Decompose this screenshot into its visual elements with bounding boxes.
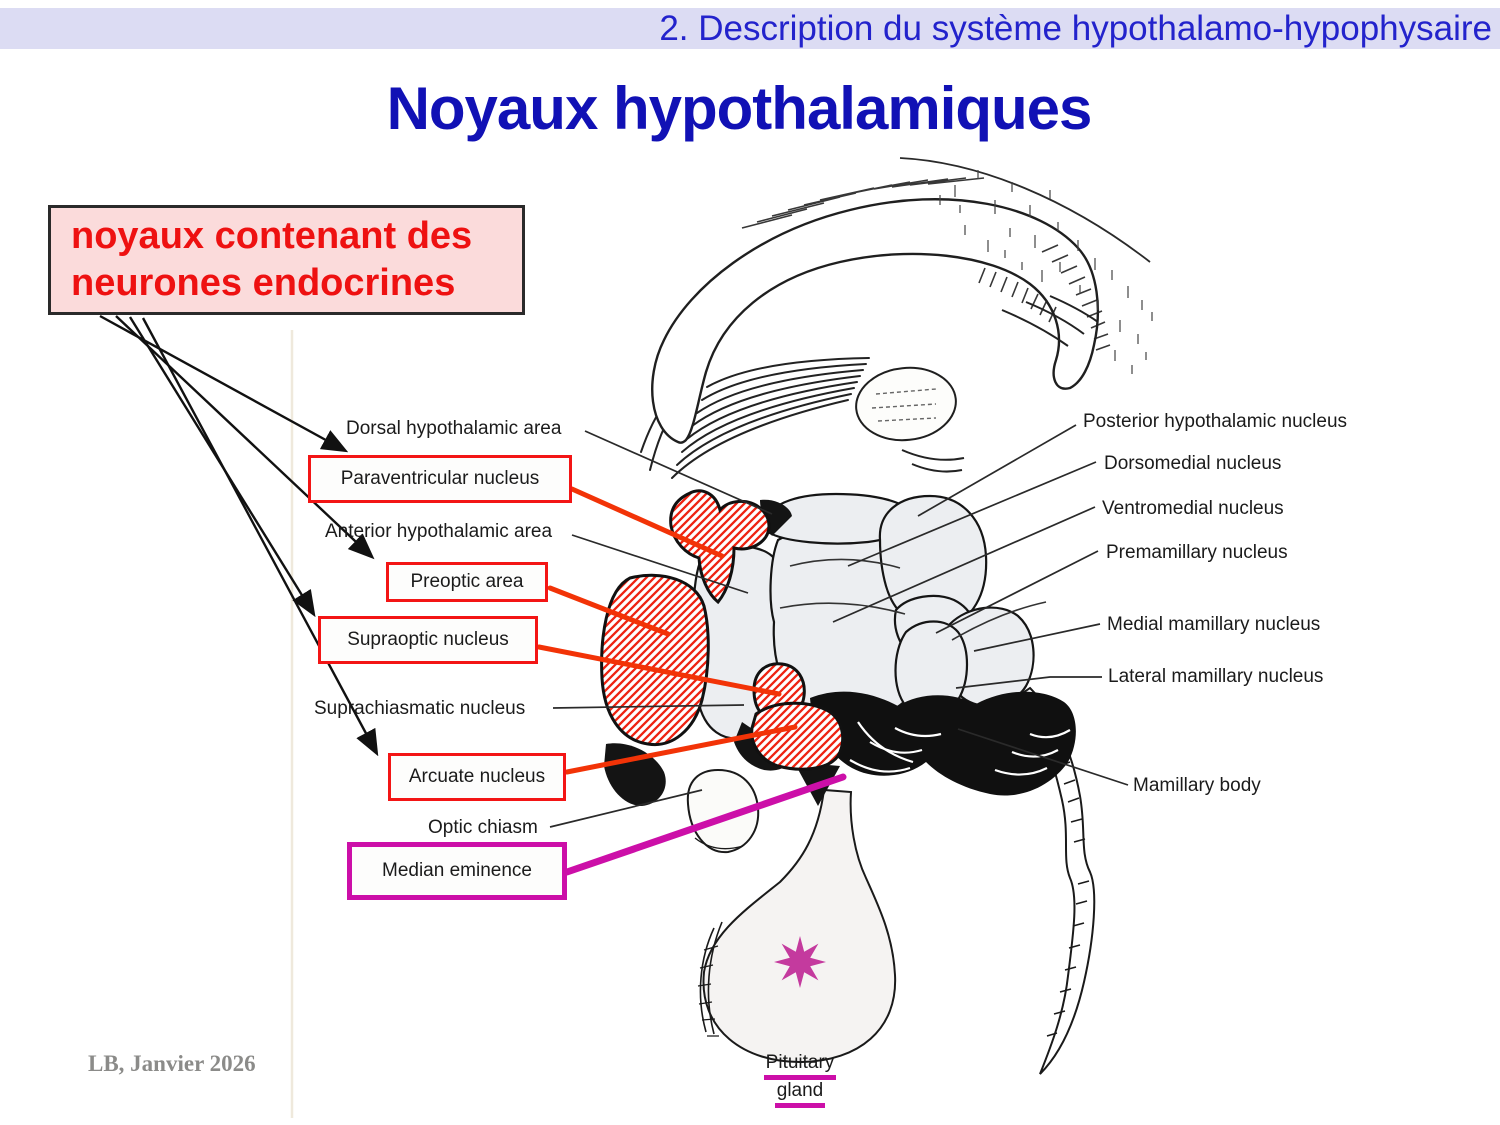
page-title: Noyaux hypothalamiques <box>386 75 1093 142</box>
callout-line1: noyaux contenant des <box>71 214 473 257</box>
callout-arrows <box>99 314 379 757</box>
paraventricular-label-text: Paraventricular nucleus <box>340 468 540 489</box>
section-header: 2. Description du système hypothalamo-hy… <box>0 8 1500 49</box>
lobe-detail-lines <box>779 558 1047 641</box>
magenta-connector <box>563 773 847 876</box>
label-medial-mamillary-nucleus: Medial mamillary nucleus <box>1107 614 1321 635</box>
label-ventromedial-nucleus: Ventromedial nucleus <box>1102 498 1284 519</box>
label-suprachiasmatic-nucleus: Suprachiasmatic nucleus <box>314 698 526 719</box>
cortex-stipple <box>939 170 1153 374</box>
label-posterior-hypothalamic-nucleus: Posterior hypothalamic nucleus <box>1083 411 1348 432</box>
pituitary-label-line2: gland <box>774 1080 826 1108</box>
label-box-preoptic-area: Preoptic area <box>386 562 548 602</box>
arcuate-nucleus-shape <box>750 701 845 771</box>
label-pituitary-gland: Pituitary gland <box>740 1052 860 1108</box>
supraoptic-label-text: Supraoptic nucleus <box>347 629 509 650</box>
paraventricular-nucleus-shape <box>669 489 771 605</box>
label-pointer-lines <box>549 424 1129 828</box>
label-optic-chiasm: Optic chiasm <box>428 817 538 838</box>
median-eminence-label-text: Median eminence <box>382 860 532 881</box>
posterior-hypothalamic-shape <box>878 494 988 630</box>
label-box-supraoptic-nucleus: Supraoptic nucleus <box>318 616 538 664</box>
label-premamillary-nucleus: Premamillary nucleus <box>1106 542 1288 563</box>
mamillary-body-region <box>810 691 1076 796</box>
callout-line2: neurones endocrines <box>71 262 456 304</box>
section-header-text: 2. Description du système hypothalamo-hy… <box>659 8 1492 48</box>
anterior-commissure <box>855 366 965 473</box>
label-anterior-hypothalamic-area: Anterior hypothalamic area <box>325 521 553 542</box>
red-connectors <box>536 486 798 775</box>
label-mamillary-body: Mamillary body <box>1133 775 1261 796</box>
arcuate-label-text: Arcuate nucleus <box>408 766 546 787</box>
label-box-median-eminence: Median eminence <box>347 842 567 900</box>
label-dorsal-hypothalamic-area: Dorsal hypothalamic area <box>346 418 562 439</box>
pituitary-label-line1: Pituitary <box>763 1052 837 1080</box>
label-lateral-mamillary-nucleus: Lateral mamillary nucleus <box>1108 666 1324 687</box>
endocrine-callout: noyaux contenant des neurones endocrines <box>48 205 525 315</box>
credit-text: LB, Janvier 2026 <box>88 1051 256 1076</box>
preoptic-label-text: Preoptic area <box>410 571 524 592</box>
pituitary-gland-shape <box>697 788 897 1064</box>
label-box-arcuate-nucleus: Arcuate nucleus <box>388 753 566 801</box>
label-box-paraventricular-nucleus: Paraventricular nucleus <box>308 455 572 503</box>
endocrine-star-icon <box>774 936 826 988</box>
corpus-callosum <box>651 157 1153 444</box>
label-dorsomedial-nucleus: Dorsomedial nucleus <box>1104 453 1282 474</box>
